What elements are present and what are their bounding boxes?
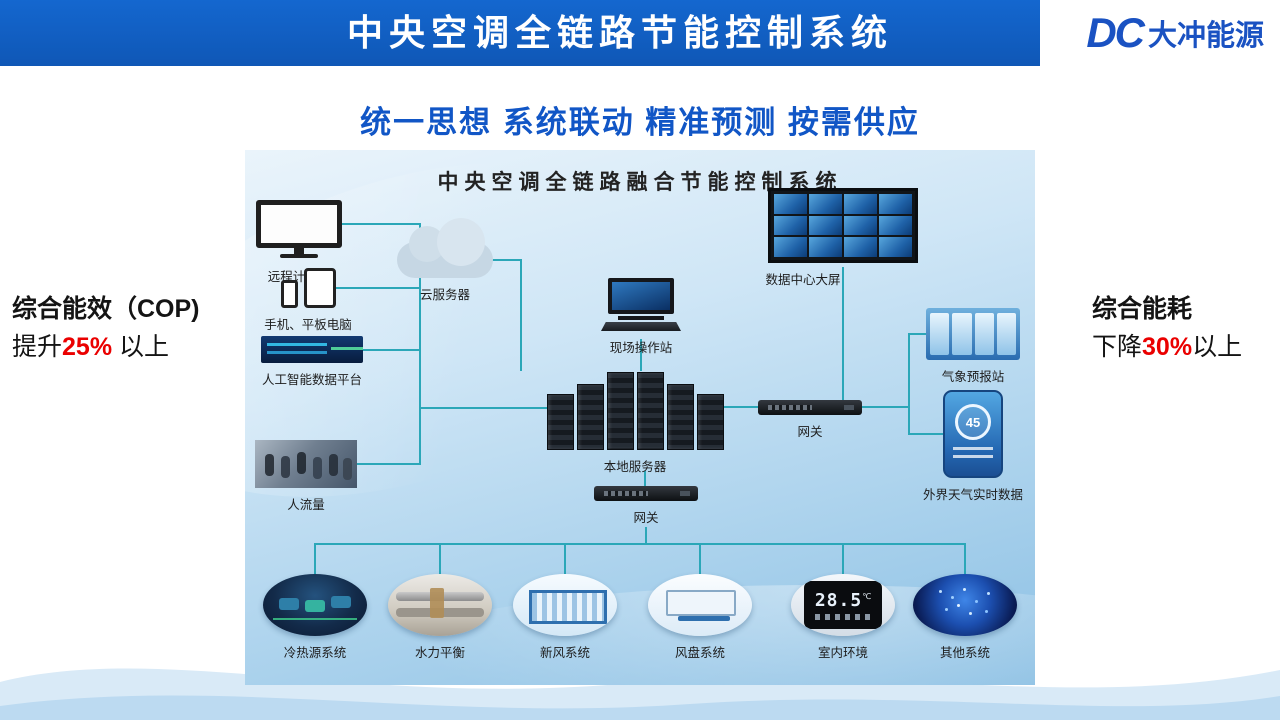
subsystem-label: 冷热源系统 <box>283 646 347 660</box>
node-label-gateway-bottom: 网关 <box>633 511 659 525</box>
right-metric-line: 下降30%以上 <box>1092 328 1242 366</box>
people-flow-image <box>255 440 357 488</box>
diagram-title: 中央空调全链路融合节能控制系统 <box>437 171 843 194</box>
ai-dashboard-icon <box>261 336 363 363</box>
left-metric: 综合能效（COP) 提升25% 以上 <box>12 290 200 366</box>
header-bar <box>0 0 1040 66</box>
cooling-heating-image <box>263 574 367 636</box>
subsystem-label: 新风系统 <box>539 646 590 660</box>
page-title: 中央空调全链路节能控制系统 <box>346 12 893 53</box>
company-logo: DC 大冲能源 <box>1086 0 1264 66</box>
node-people-flow: 人流量 <box>253 440 359 513</box>
indoor-environment-image: 28.5 ℃ <box>791 574 895 636</box>
node-label-datacenter-screen: 数据中心大屏 <box>765 273 841 287</box>
left-metric-title: 综合能效（COP) <box>12 295 200 323</box>
thermostat-display: 28.5 ℃ <box>804 581 882 629</box>
node-field-station: 现场操作站 <box>585 278 697 356</box>
subsystem-fan-coil: 风盘系统 <box>642 574 758 661</box>
subsystem-label: 室内环境 <box>817 646 868 660</box>
weather-phone-icon: 45 <box>943 390 1003 478</box>
other-systems-image <box>913 574 1017 636</box>
subsystem-fresh-air: 新风系统 <box>507 574 623 661</box>
tablet-icon <box>303 268 336 308</box>
subsystem-hydraulic-balance: 水力平衡 <box>382 574 498 661</box>
node-label-weather-data: 外界天气实时数据 <box>922 488 1023 502</box>
node-weather-station: 气象预报站 <box>925 308 1021 385</box>
diagram-panel: 中央空调全链路融合节能控制系统 <box>245 150 1035 685</box>
phone-icon <box>280 280 298 308</box>
cloud-icon <box>397 218 493 278</box>
video-wall-icon <box>768 188 918 263</box>
thermostat-value: 28.5 <box>814 590 863 611</box>
thermostat-buttons <box>815 614 871 620</box>
node-label-local-server: 本地服务器 <box>603 460 667 474</box>
monitor-icon <box>256 200 342 248</box>
left-metric-prefix: 提升 <box>12 333 63 361</box>
fan-coil-image <box>648 574 752 636</box>
thermostat-unit: ℃ <box>862 592 872 601</box>
node-cloud-server: 云服务器 <box>395 218 495 303</box>
left-metric-value: 25% <box>62 333 113 361</box>
node-gateway-right: 网关 <box>758 400 862 440</box>
node-local-server: 本地服务器 <box>543 370 727 475</box>
node-label-cloud-server: 云服务器 <box>419 288 470 302</box>
node-ai-platform: 人工智能数据平台 <box>257 336 367 388</box>
node-weather-data: 45 外界天气实时数据 <box>911 390 1035 503</box>
right-metric: 综合能耗 下降30%以上 <box>1092 290 1242 366</box>
slide-subtitle: 统一思想 系统联动 精准预测 按需供应 <box>360 105 920 140</box>
workstation-icon <box>601 278 681 331</box>
workstation-keyboard <box>601 322 681 331</box>
left-metric-line: 提升25% 以上 <box>12 328 200 366</box>
subsystem-label: 其他系统 <box>939 646 990 660</box>
node-label-weather-station: 气象预报站 <box>941 370 1005 384</box>
node-label-field-station: 现场操作站 <box>609 341 673 355</box>
logo-company-name: 大冲能源 <box>1147 20 1264 52</box>
subsystem-cooling-heating: 冷热源系统 <box>257 574 373 661</box>
node-mobile-tablet: 手机、平板电脑 <box>253 268 363 333</box>
subsystem-label: 风盘系统 <box>674 646 725 660</box>
weather-phone-text-lines <box>953 447 993 463</box>
right-metric-value: 30% <box>1142 333 1193 361</box>
logo-dc-icon: DC <box>1086 9 1145 56</box>
server-rack-icon <box>546 370 724 450</box>
fresh-air-image <box>513 574 617 636</box>
workstation-base <box>618 316 664 320</box>
gateway-icon <box>594 486 698 501</box>
left-metric-suffix: 以上 <box>112 333 170 361</box>
subsystem-other-systems: 其他系统 <box>907 574 1023 661</box>
node-gateway-bottom: 网关 <box>594 486 698 526</box>
subsystem-indoor-environment: 28.5 ℃ 室内环境 <box>785 574 901 661</box>
right-metric-prefix: 下降 <box>1092 333 1143 361</box>
node-label-gateway-right: 网关 <box>797 425 823 439</box>
mobile-tablet-icon <box>280 268 336 308</box>
subsystem-label: 水力平衡 <box>414 646 465 660</box>
right-metric-suffix: 以上 <box>1192 333 1243 361</box>
node-label-people-flow: 人流量 <box>287 498 325 512</box>
workstation-screen <box>608 278 674 314</box>
connection-lines <box>314 223 966 574</box>
right-metric-title: 综合能耗 <box>1092 295 1193 323</box>
node-label-mobile-tablet: 手机、平板电脑 <box>264 318 352 332</box>
node-datacenter-screen: 数据中心大屏 <box>765 188 921 288</box>
weather-station-icon <box>926 308 1020 360</box>
weather-gauge: 45 <box>955 404 991 440</box>
gateway-icon <box>758 400 862 415</box>
weather-gauge-value: 45 <box>965 414 981 430</box>
hydraulic-balance-image <box>388 574 492 636</box>
node-label-ai-platform: 人工智能数据平台 <box>261 373 362 387</box>
